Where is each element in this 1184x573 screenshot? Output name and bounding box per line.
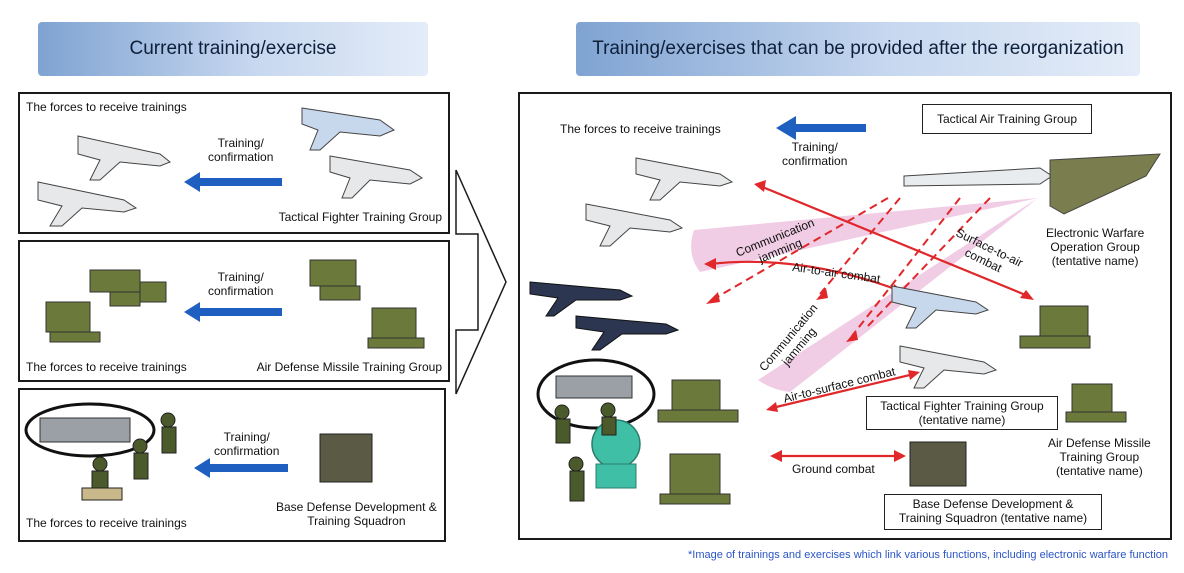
ew-group-label: Electronic Warfare Operation Group (tent… — [1046, 226, 1145, 268]
training-arrow — [194, 458, 288, 478]
base-building-circle — [24, 402, 156, 458]
combat-arrowheads — [706, 288, 858, 342]
combat-diagram — [529, 116, 1161, 505]
panel-fighter: The forces to receive trainings Training… — [18, 92, 450, 234]
building-icon — [555, 375, 633, 399]
missile-launchers-illustration — [45, 259, 425, 349]
building-icon — [39, 417, 131, 443]
tftg-box: Tactical Fighter Training Group (tentati… — [866, 396, 1058, 430]
training-arrow — [184, 302, 282, 322]
panel-base-defense: Training/ confirmation The forces to rec… — [18, 388, 446, 542]
admtg-label: Air Defense Missile Training Group (tent… — [1048, 436, 1151, 478]
arrow-label: Training/ confirmation — [208, 270, 274, 298]
surface-to-air-line — [759, 184, 1029, 298]
header-after-reorganization: Training/exercises that can be provided … — [576, 22, 1140, 76]
receivers-label: The forces to receive trainings — [26, 516, 187, 530]
header-current: Current training/exercise — [38, 22, 428, 76]
provider-jet-icon — [301, 107, 423, 199]
arrow-label: Training/ confirmation — [208, 136, 274, 164]
training-arrow — [776, 116, 866, 140]
training-arrow-label: Training/ confirmation — [782, 140, 848, 168]
air-to-surface-line — [771, 372, 915, 410]
jamming-beam-upper — [691, 198, 1038, 272]
header-current-text: Current training/exercise — [129, 38, 337, 59]
provider-label: Air Defense Missile Training Group — [256, 360, 442, 374]
receiver-jet-icon — [585, 157, 734, 247]
base-defense-illustration — [24, 402, 373, 501]
soldier-icon — [81, 412, 373, 501]
f16-jet-icon — [529, 281, 680, 351]
missile-launcher-icon — [657, 305, 1127, 505]
air-to-air-line — [709, 260, 899, 292]
footnote: *Image of trainings and exercises which … — [688, 549, 1168, 561]
ew-aircraft-icon — [903, 153, 1161, 215]
training-arrow — [184, 172, 282, 192]
ground-combat-label: Ground combat — [792, 462, 875, 476]
bdds-box: Base Defense Development & Training Squa… — [884, 494, 1102, 530]
launcher-icon — [45, 259, 425, 349]
receivers-label: The forces to receive trainings — [26, 360, 187, 374]
panel-missile: Training/ confirmation The forces to rec… — [18, 240, 450, 382]
receivers-label: The forces to receive trainings — [560, 122, 721, 136]
transition-chevron — [455, 169, 507, 395]
fighter-jets-illustration — [37, 107, 423, 227]
panel-after-reorganization: The forces to receive trainings Training… — [518, 92, 1172, 540]
receiver-jet-icon — [37, 135, 171, 227]
base-building-circle — [536, 358, 656, 430]
receivers-label: The forces to receive trainings — [26, 100, 187, 114]
provider-label: Base Defense Development & Training Squa… — [276, 500, 437, 528]
soldier-icon — [554, 402, 967, 502]
tactical-air-training-group-box: Tactical Air Training Group — [922, 104, 1092, 134]
header-after-text: Training/exercises that can be provided … — [592, 38, 1124, 59]
provider-label: Tactical Fighter Training Group — [278, 210, 442, 224]
aggressor-jet-icon — [891, 285, 998, 389]
arrow-label: Training/ confirmation — [214, 430, 280, 458]
